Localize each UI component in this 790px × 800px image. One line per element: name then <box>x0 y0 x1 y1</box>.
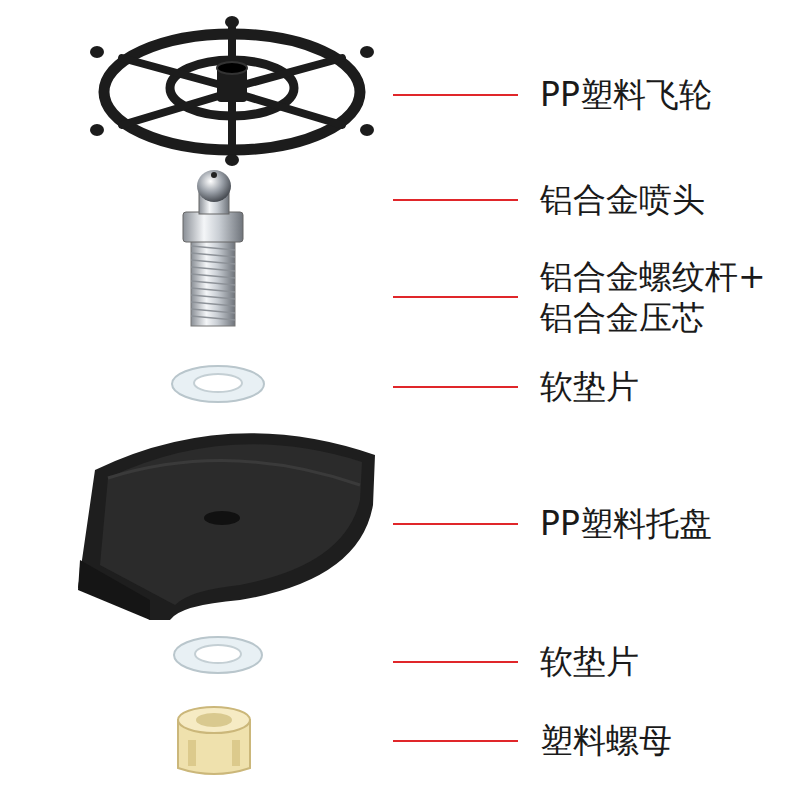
part-label: PP塑料飞轮 <box>540 74 712 115</box>
gasket <box>174 637 262 673</box>
tray <box>78 433 375 620</box>
part-label: 软垫片 <box>540 641 639 682</box>
nut <box>178 707 250 774</box>
nozzle <box>183 170 243 326</box>
part-label: 软垫片 <box>540 366 639 407</box>
part-label: 铝合金喷头 <box>540 179 705 220</box>
part-label: PP塑料托盘 <box>540 503 712 544</box>
gasket <box>172 366 264 402</box>
part-label: 塑料螺母 <box>540 720 672 761</box>
part-label: 铝合金螺纹杆+ 铝合金压芯 <box>540 256 785 339</box>
leader-lines <box>393 95 518 741</box>
flywheel <box>90 16 374 166</box>
